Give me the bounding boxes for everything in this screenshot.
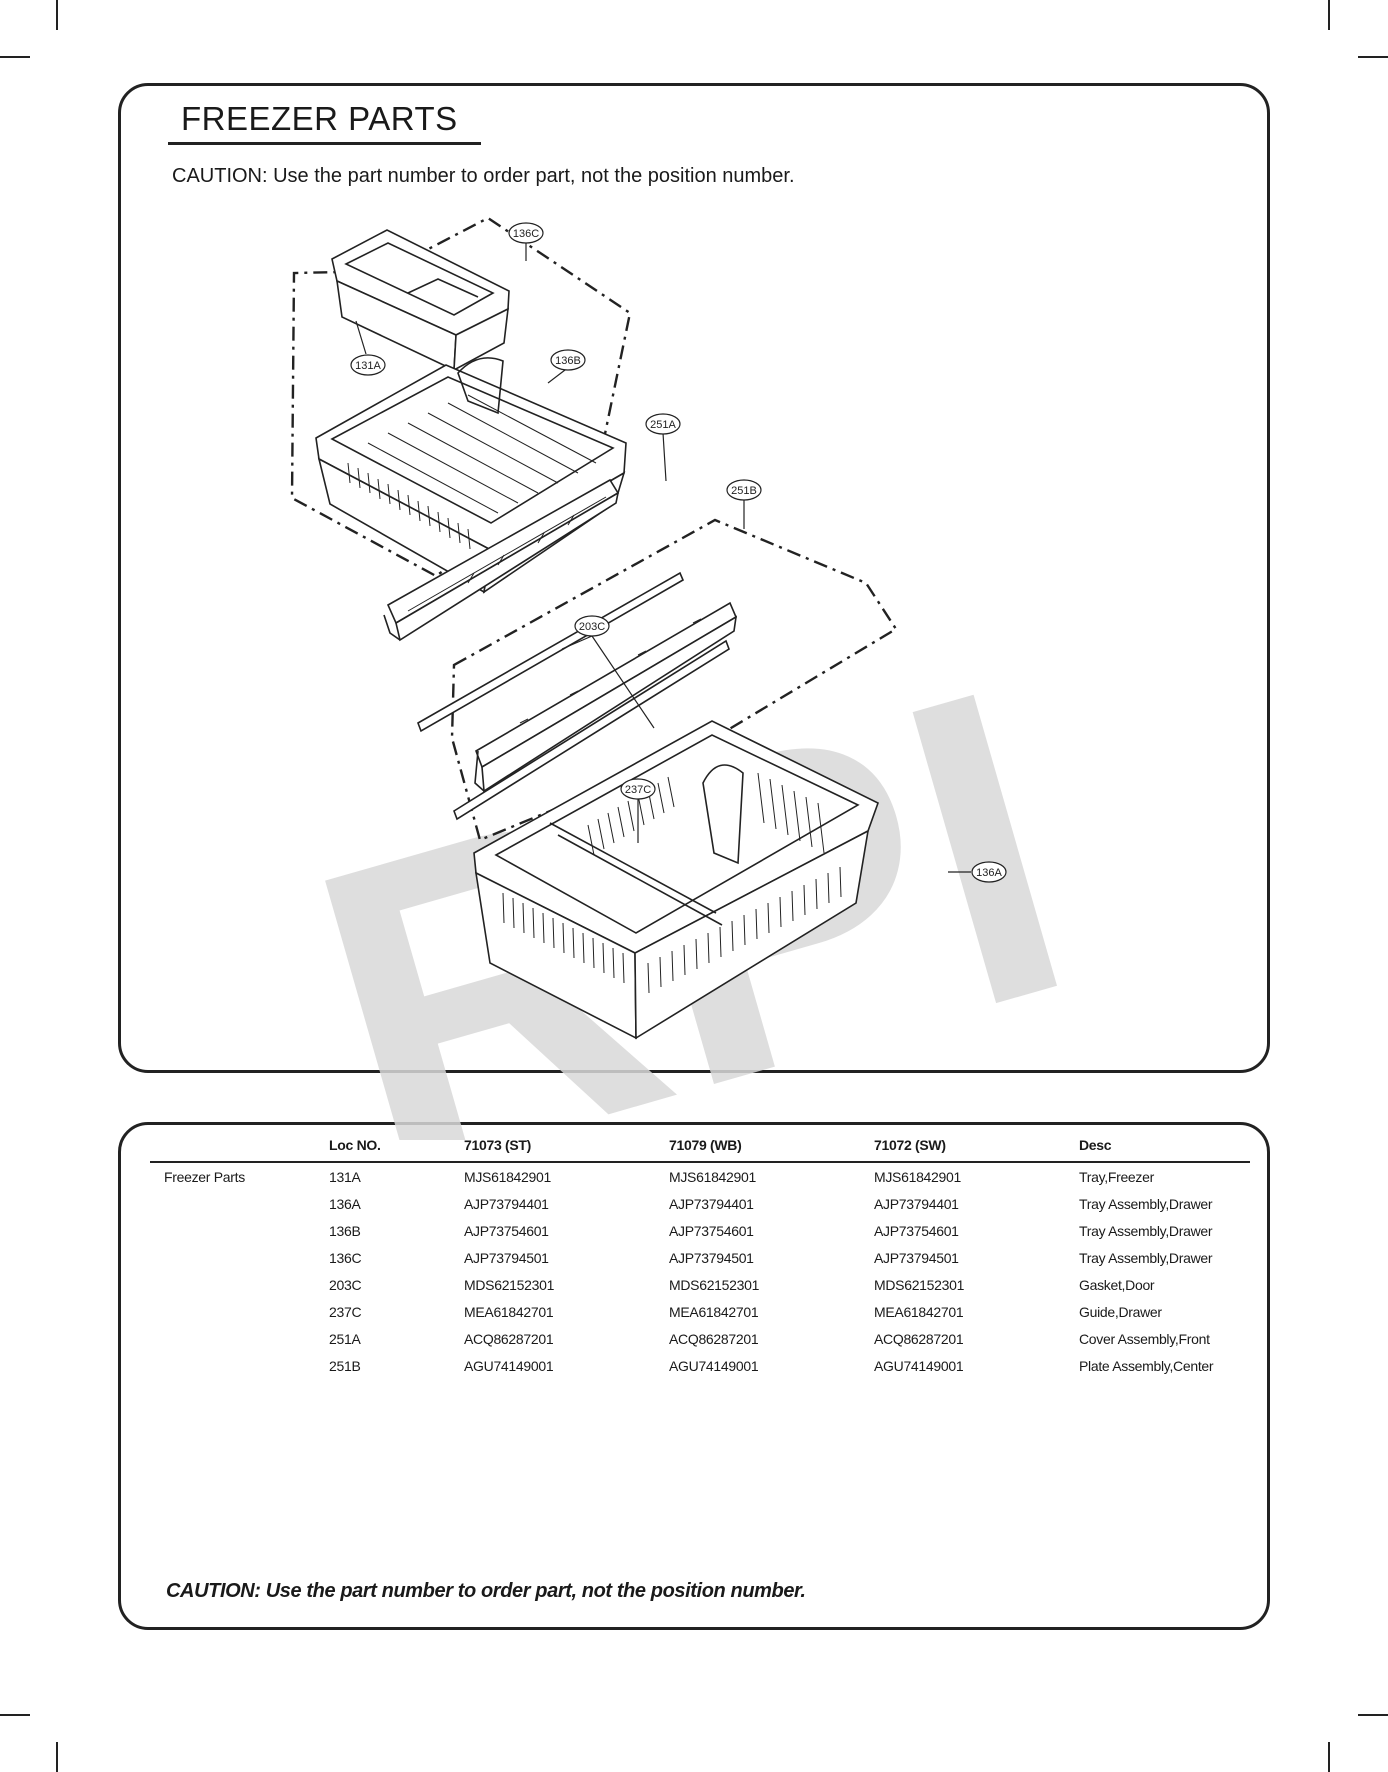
cell-part-sw: AJP73794401 xyxy=(874,1195,959,1212)
callout-136C: 136C xyxy=(513,228,539,240)
cell-loc-no: 131A xyxy=(329,1168,361,1185)
callout-237C: 237C xyxy=(625,784,651,796)
table-row: 136A AJP73794401 AJP73794401 AJP73794401… xyxy=(150,1190,1250,1217)
part-131A-tray xyxy=(331,229,510,372)
part-251B-plate xyxy=(474,601,738,793)
callout-203C: 203C xyxy=(579,621,605,633)
cell-part-sw: AJP73754601 xyxy=(874,1222,959,1239)
cell-part-sw: AJP73794501 xyxy=(874,1249,959,1266)
group-outline-251B xyxy=(450,518,898,842)
cell-loc-no: 237C xyxy=(329,1303,362,1320)
cell-desc: Tray Assembly,Drawer xyxy=(1079,1222,1213,1239)
caution-note-top: CAUTION: Use the part number to order pa… xyxy=(172,165,795,187)
table-row: 136C AJP73794501 AJP73794501 AJP73794501… xyxy=(150,1244,1250,1271)
crop-mark-top-left-h xyxy=(0,56,30,58)
table-row: Freezer Parts 131A MJS61842901 MJS618429… xyxy=(150,1162,1250,1190)
cell-part-st: AJP73794501 xyxy=(464,1249,549,1266)
part-136B-basket xyxy=(315,357,627,594)
cell-loc-no: 251B xyxy=(329,1357,361,1374)
cell-desc: Plate Assembly,Center xyxy=(1079,1357,1214,1374)
cell-part-wb: MDS62152301 xyxy=(669,1276,760,1293)
cell-section xyxy=(150,1352,329,1379)
cell-part-wb: AJP73794501 xyxy=(669,1249,754,1266)
callout-131A: 131A xyxy=(355,360,381,372)
crop-mark-top-left-v xyxy=(56,0,58,30)
table-row: 237C MEA61842701 MEA61842701 MEA61842701… xyxy=(150,1298,1250,1325)
cell-loc-no: 136A xyxy=(329,1195,361,1212)
part-136A-basket xyxy=(473,720,879,1040)
table-row: 203C MDS62152301 MDS62152301 MDS62152301… xyxy=(150,1271,1250,1298)
cell-part-sw: ACQ86287201 xyxy=(874,1330,964,1347)
cell-part-sw: MDS62152301 xyxy=(874,1276,965,1293)
header-model-sw: 71072 (SW) xyxy=(874,1130,1079,1163)
diagram-panel xyxy=(118,83,1270,1073)
cell-desc: Tray Assembly,Drawer xyxy=(1079,1195,1213,1212)
table-row: 136B AJP73754601 AJP73754601 AJP73754601… xyxy=(150,1217,1250,1244)
header-desc: Desc xyxy=(1079,1130,1250,1163)
callout-136A: 136A xyxy=(976,867,1002,879)
parts-table-panel xyxy=(118,1122,1270,1630)
header-section xyxy=(150,1130,329,1163)
exploded-parts-diagram: 136C 131A 136B 251A 251B 203C 237C 136A xyxy=(290,216,1007,1040)
part-251A-cover xyxy=(383,478,620,642)
cell-section xyxy=(150,1244,329,1271)
table-row: 251B AGU74149001 AGU74149001 AGU74149001… xyxy=(150,1352,1250,1379)
cell-section: Freezer Parts xyxy=(164,1168,245,1185)
cell-part-st: MJS61842901 xyxy=(464,1168,551,1185)
table-row: 251A ACQ86287201 ACQ86287201 ACQ86287201… xyxy=(150,1325,1250,1352)
callout-136B: 136B xyxy=(555,355,581,367)
page-title: FREEZER PARTS xyxy=(181,100,458,137)
header-model-wb: 71079 (WB) xyxy=(669,1130,874,1163)
parts-table: Loc NO. 71073 (ST) 71079 (WB) 71072 (SW)… xyxy=(150,1130,1250,1379)
crop-mark-bottom-left-h xyxy=(0,1714,30,1716)
callout-251B: 251B xyxy=(731,485,757,497)
cell-part-sw: AGU74149001 xyxy=(874,1357,964,1374)
cell-part-wb: ACQ86287201 xyxy=(669,1330,759,1347)
cell-desc: Tray,Freezer xyxy=(1079,1168,1154,1185)
table-header-row: Loc NO. 71073 (ST) 71079 (WB) 71072 (SW)… xyxy=(150,1130,1250,1163)
cell-desc: Gasket,Door xyxy=(1079,1276,1155,1293)
cell-section xyxy=(150,1217,329,1244)
title-underline xyxy=(168,142,481,145)
cell-loc-no: 203C xyxy=(329,1276,362,1293)
cell-part-st: AJP73754601 xyxy=(464,1222,549,1239)
crop-mark-bottom-right-h xyxy=(1358,1714,1388,1716)
cell-part-wb: MEA61842701 xyxy=(669,1303,759,1320)
cell-desc: Guide,Drawer xyxy=(1079,1303,1162,1320)
cell-part-st: ACQ86287201 xyxy=(464,1330,554,1347)
header-model-st: 71073 (ST) xyxy=(464,1130,669,1163)
callout-251A: 251A xyxy=(650,419,676,431)
crop-mark-bottom-left-v xyxy=(56,1742,58,1772)
cell-part-st: AJP73794401 xyxy=(464,1195,549,1212)
cell-desc: Tray Assembly,Drawer xyxy=(1079,1249,1213,1266)
cell-part-wb: MJS61842901 xyxy=(669,1168,756,1185)
crop-mark-top-right-v xyxy=(1328,0,1330,30)
cell-desc: Cover Assembly,Front xyxy=(1079,1330,1210,1347)
cell-part-st: MDS62152301 xyxy=(464,1276,555,1293)
cell-section xyxy=(150,1325,329,1352)
crop-mark-bottom-right-v xyxy=(1328,1742,1330,1772)
cell-part-st: AGU74149001 xyxy=(464,1357,554,1374)
cell-loc-no: 136C xyxy=(329,1249,362,1266)
cell-section xyxy=(150,1271,329,1298)
cell-part-wb: AJP73794401 xyxy=(669,1195,754,1212)
cell-loc-no: 136B xyxy=(329,1222,361,1239)
cell-part-sw: MEA61842701 xyxy=(874,1303,964,1320)
cell-part-st: MEA61842701 xyxy=(464,1303,554,1320)
cell-part-wb: AGU74149001 xyxy=(669,1357,759,1374)
header-loc-no: Loc NO. xyxy=(329,1130,464,1163)
cell-section xyxy=(150,1190,329,1217)
cell-part-wb: AJP73754601 xyxy=(669,1222,754,1239)
caution-note-bottom: CAUTION: Use the part number to order pa… xyxy=(166,1580,806,1602)
crop-mark-top-right-h xyxy=(1358,56,1388,58)
cell-loc-no: 251A xyxy=(329,1330,361,1347)
cell-section xyxy=(150,1298,329,1325)
cell-part-sw: MJS61842901 xyxy=(874,1168,961,1185)
